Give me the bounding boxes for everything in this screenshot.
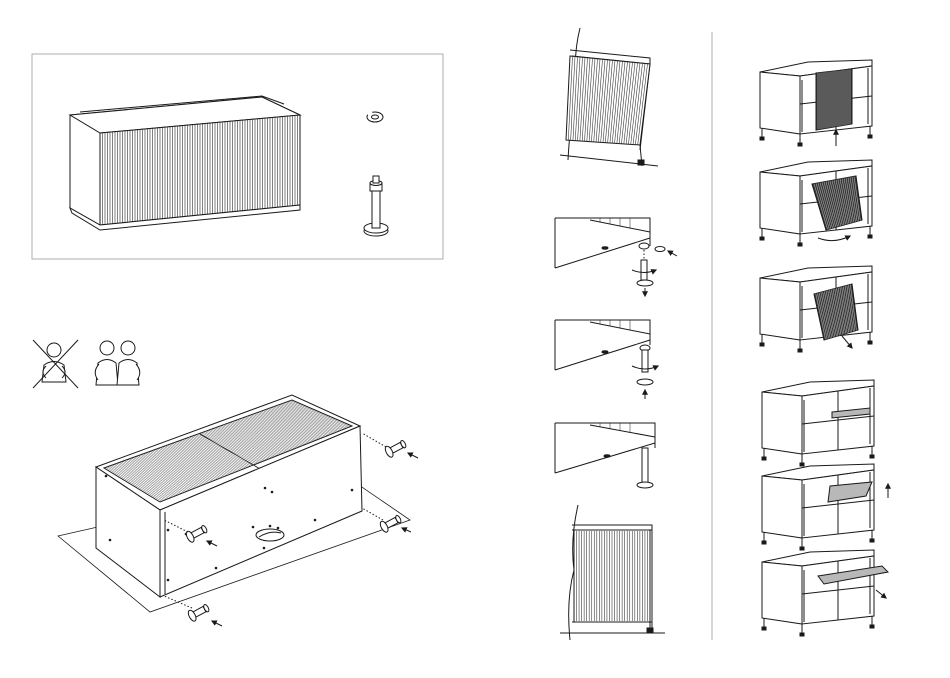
lift-shelf: [762, 464, 888, 550]
leg-icon: [364, 176, 388, 236]
arrow-icon: [362, 433, 386, 447]
door-frame-detail: [560, 28, 658, 166]
shelf-view: [762, 380, 874, 466]
parts-overview-panel: [32, 54, 443, 259]
arrow-icon: [402, 528, 411, 532]
leg-icon: [187, 602, 211, 622]
clip-icon: [367, 112, 383, 122]
remove-shelf: [762, 550, 888, 636]
leg-level: [555, 423, 655, 488]
leg-clip-attach: [555, 218, 677, 296]
one-person-crossed-icon: [33, 340, 78, 388]
remove-door: [760, 266, 872, 352]
two-persons-icon: [95, 341, 140, 385]
sideboard-icon: [70, 96, 300, 230]
upside-down-sideboard: [58, 395, 410, 612]
tilt-door: [760, 160, 872, 246]
door-bottom-detail: [560, 505, 665, 640]
right-column-steps: [760, 60, 888, 636]
arrow-icon: [408, 453, 418, 458]
leg-twist: [555, 320, 658, 399]
arrow-icon: [212, 621, 222, 626]
lift-door: [760, 60, 872, 146]
leg-icon: [384, 438, 408, 458]
